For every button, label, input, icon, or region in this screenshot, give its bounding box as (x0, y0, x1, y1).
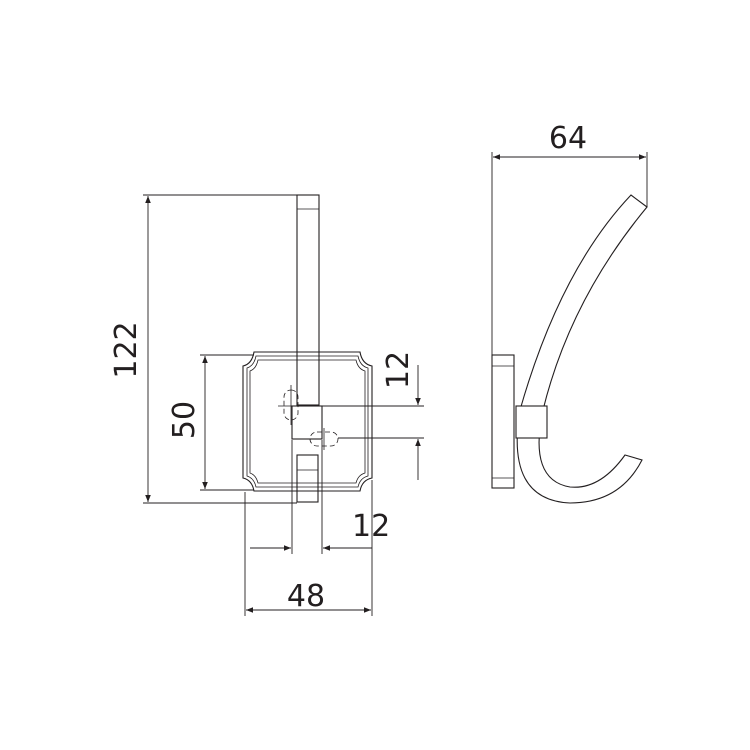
dim-label-12-vertical: 12 (381, 351, 416, 389)
hook-stem (291, 194, 323, 503)
dim-label-48: 48 (287, 579, 325, 614)
back-plate (242, 351, 373, 492)
dimension-48: 48 (244, 480, 373, 616)
dim-label-122: 122 (109, 321, 144, 378)
side-view (491, 194, 648, 504)
dimension-64: 64 (491, 121, 648, 355)
front-view (242, 194, 373, 503)
dim-label-64: 64 (549, 121, 587, 156)
dim-label-50: 50 (167, 401, 202, 439)
dim-label-12-horizontal: 12 (352, 509, 390, 544)
dimension-12-horizontal: 12 (250, 440, 390, 554)
dimension-122: 122 (109, 194, 297, 504)
mounting-slots (278, 385, 339, 450)
dimension-50: 50 (167, 354, 254, 491)
dimension-12-vertical: 12 (302, 351, 424, 480)
